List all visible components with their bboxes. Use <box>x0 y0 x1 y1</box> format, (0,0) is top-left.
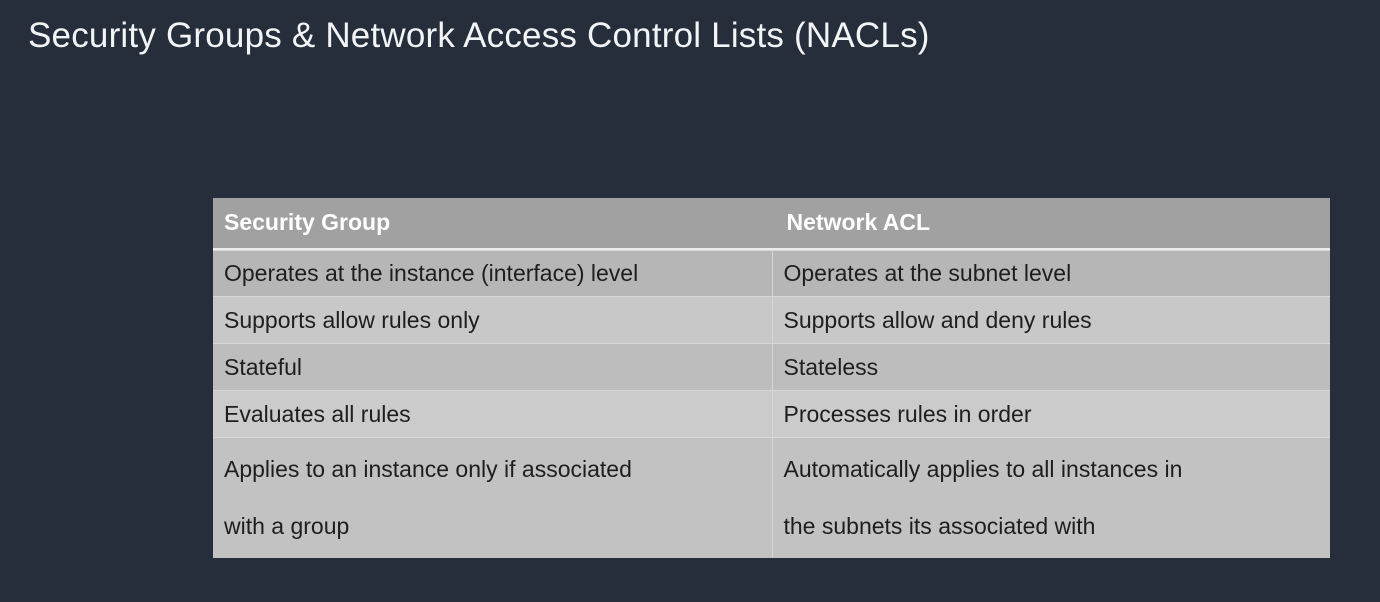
table-cell: Supports allow rules only <box>224 306 480 333</box>
table-cell: Stateful <box>224 353 302 380</box>
table-header-row: Security Group Network ACL <box>213 198 1330 250</box>
table-row: Stateful Stateless <box>213 343 1330 390</box>
table-row: Applies to an instance only if associate… <box>213 437 1330 558</box>
table-cell: Stateless <box>771 344 1331 390</box>
slide-title: Security Groups & Network Access Control… <box>28 16 930 55</box>
table-row: Operates at the instance (interface) lev… <box>213 250 1330 296</box>
table-cell: Applies to an instance only if associate… <box>224 456 632 539</box>
table-row: Evaluates all rules Processes rules in o… <box>213 390 1330 437</box>
table-cell: Operates at the subnet level <box>771 251 1331 296</box>
table-row: Supports allow rules only Supports allow… <box>213 296 1330 343</box>
column-header-network-acl: Network ACL <box>786 209 931 236</box>
table-cell: Automatically applies to all instances i… <box>771 438 1331 558</box>
column-header-security-group: Security Group <box>224 209 391 236</box>
table-cell: Evaluates all rules <box>224 400 411 427</box>
table-cell: Processes rules in order <box>771 391 1331 437</box>
table-cell: Operates at the instance (interface) lev… <box>224 260 639 286</box>
table-cell: Supports allow and deny rules <box>771 297 1331 343</box>
comparison-table: Security Group Network ACL Operates at t… <box>213 198 1330 558</box>
